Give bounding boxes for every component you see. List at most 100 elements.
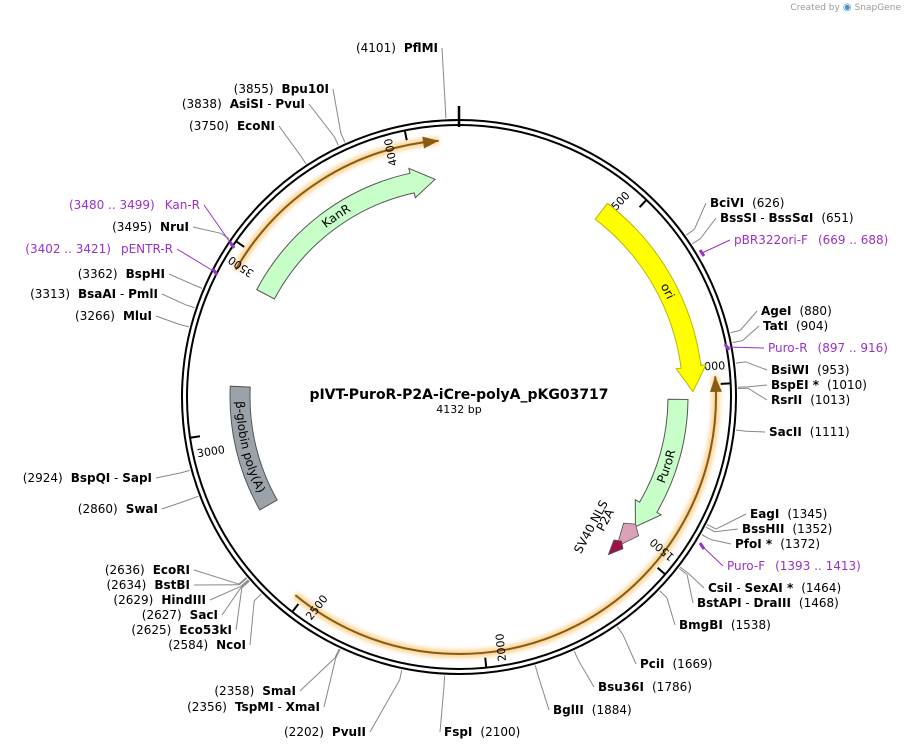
site-label: BglII(1884)	[553, 703, 632, 717]
site-leader	[369, 679, 401, 733]
site-name: BssSαI	[769, 211, 814, 225]
site-name: BstAPI	[697, 596, 742, 610]
site-name: PciI	[640, 657, 665, 671]
site-name: SapI	[122, 471, 152, 485]
site-tick	[180, 469, 190, 474]
ori-label: ori	[658, 281, 678, 301]
site-label: (3313)BsaAI - PmlI	[30, 287, 158, 301]
primer-coord: (1393 .. 1413)	[775, 559, 861, 573]
site-label: SacII(1111)	[769, 425, 850, 439]
site-tick	[679, 566, 689, 574]
site-name: BsiWI	[771, 363, 809, 377]
site-leader	[739, 310, 758, 331]
site-tick	[335, 649, 341, 659]
site-label: TatI(904)	[763, 319, 828, 333]
site-tick	[730, 329, 741, 334]
site-coord: (3495)	[112, 220, 152, 234]
tick-label: 3000	[196, 443, 226, 460]
site-leader	[747, 387, 768, 401]
primer-name: pBR322ori-F	[734, 233, 808, 247]
site-label: (3362)BspHI	[78, 267, 165, 281]
site-name: XmaI	[286, 700, 320, 714]
site-tick	[340, 133, 346, 143]
site-label: (2627) SacI	[142, 608, 218, 622]
site-name: TspMI	[235, 700, 274, 714]
plasmid-length: 4132 bp	[436, 403, 481, 416]
primer-name: Puro-F	[727, 559, 765, 573]
site-leader	[577, 659, 595, 688]
site-leader	[323, 658, 337, 708]
site-name: BssSI	[720, 211, 757, 225]
sv40-nls-marker	[607, 539, 624, 556]
site-leader	[714, 528, 739, 533]
site-leader	[168, 273, 194, 285]
site-leader	[209, 585, 241, 601]
site-label: (4101)PflMI	[356, 41, 438, 55]
primer-coord: (3480 .. 3499)	[69, 198, 155, 212]
site-coord: (3838)	[182, 97, 222, 111]
site-name: AgeI	[761, 304, 791, 318]
site-name: Bpu10I	[282, 82, 329, 96]
site-tick	[253, 593, 262, 602]
site-name: DraIII	[754, 596, 791, 610]
site-leader	[299, 657, 336, 692]
plasmid-name: pIVT-PuroR-P2A-iCre-polyA_pKG03717	[309, 387, 608, 403]
p2a-marker	[616, 522, 640, 548]
watermark-brand: SnapGene	[854, 2, 901, 13]
site-label: BciVI(626)	[710, 196, 784, 210]
site-coord: (904)	[796, 319, 828, 333]
site-name: NruI	[160, 220, 189, 234]
primer-mark	[698, 249, 706, 257]
site-coord: (2358)	[214, 684, 254, 698]
site-name: PvuI	[275, 97, 305, 111]
site-tick	[241, 580, 250, 589]
site-coord: (1669)	[673, 657, 713, 671]
site-label: BspEI *(1010)	[771, 378, 867, 392]
site-name: NcoI	[216, 638, 246, 652]
primer-label: pBR322ori-F (669 .. 688)	[734, 233, 888, 247]
site-leader	[715, 513, 747, 530]
site-tick	[238, 577, 248, 586]
site-coord: (2202)	[284, 725, 324, 739]
site-label: (2625)Eco53kI	[131, 623, 232, 637]
site-leader	[693, 202, 707, 230]
orf-2-arc	[294, 376, 717, 655]
site-coord: (1372)	[780, 537, 820, 551]
site-label: (2358)SmaI	[214, 684, 296, 698]
site-name: BssHII	[742, 522, 784, 536]
site-coord: (2636)	[105, 563, 145, 577]
primer-name: pENTR-R	[121, 242, 173, 256]
primer-name: Kan-R	[165, 198, 200, 212]
site-leader	[161, 499, 190, 510]
site-coord: (3266)	[75, 309, 115, 323]
site-label: EagI(1345)	[750, 507, 827, 521]
site-label: (3855)Bpu10I	[234, 82, 329, 96]
site-name: AsiSI	[230, 97, 264, 111]
site-separator: -	[263, 97, 275, 111]
site-name: CsiI	[708, 581, 733, 595]
site-name: PfoI *	[735, 537, 773, 551]
site-coord: (1013)	[810, 393, 850, 407]
primer-coord: (669 .. 688)	[818, 233, 888, 247]
primer-name: Puro-R	[768, 341, 808, 355]
primer-coord: (897 .. 916)	[818, 341, 888, 355]
site-name: Bsu36I	[598, 680, 644, 694]
site-label: (2629)HindIII	[113, 593, 206, 607]
site-label: BmgBI(1538)	[679, 618, 771, 632]
site-tick	[616, 626, 624, 636]
site-coord: (2924)	[23, 471, 63, 485]
site-tick	[443, 675, 446, 686]
site-separator: -	[110, 471, 122, 485]
site-leader	[332, 88, 342, 134]
site-name: Eco53kI	[179, 623, 232, 637]
site-coord: (651)	[821, 211, 853, 225]
site-leader	[308, 103, 335, 137]
site-coord: (2627)	[142, 608, 182, 622]
site-label: RsrII(1013)	[771, 393, 850, 407]
site-tick	[185, 304, 195, 309]
site-name: SacI	[190, 608, 218, 622]
site-label: BstAPI - DraIII(1468)	[697, 596, 839, 610]
site-name: BspQI	[71, 471, 111, 485]
site-label: (2584)NcoI	[168, 638, 246, 652]
site-label: Bsu36I(1786)	[598, 680, 692, 694]
